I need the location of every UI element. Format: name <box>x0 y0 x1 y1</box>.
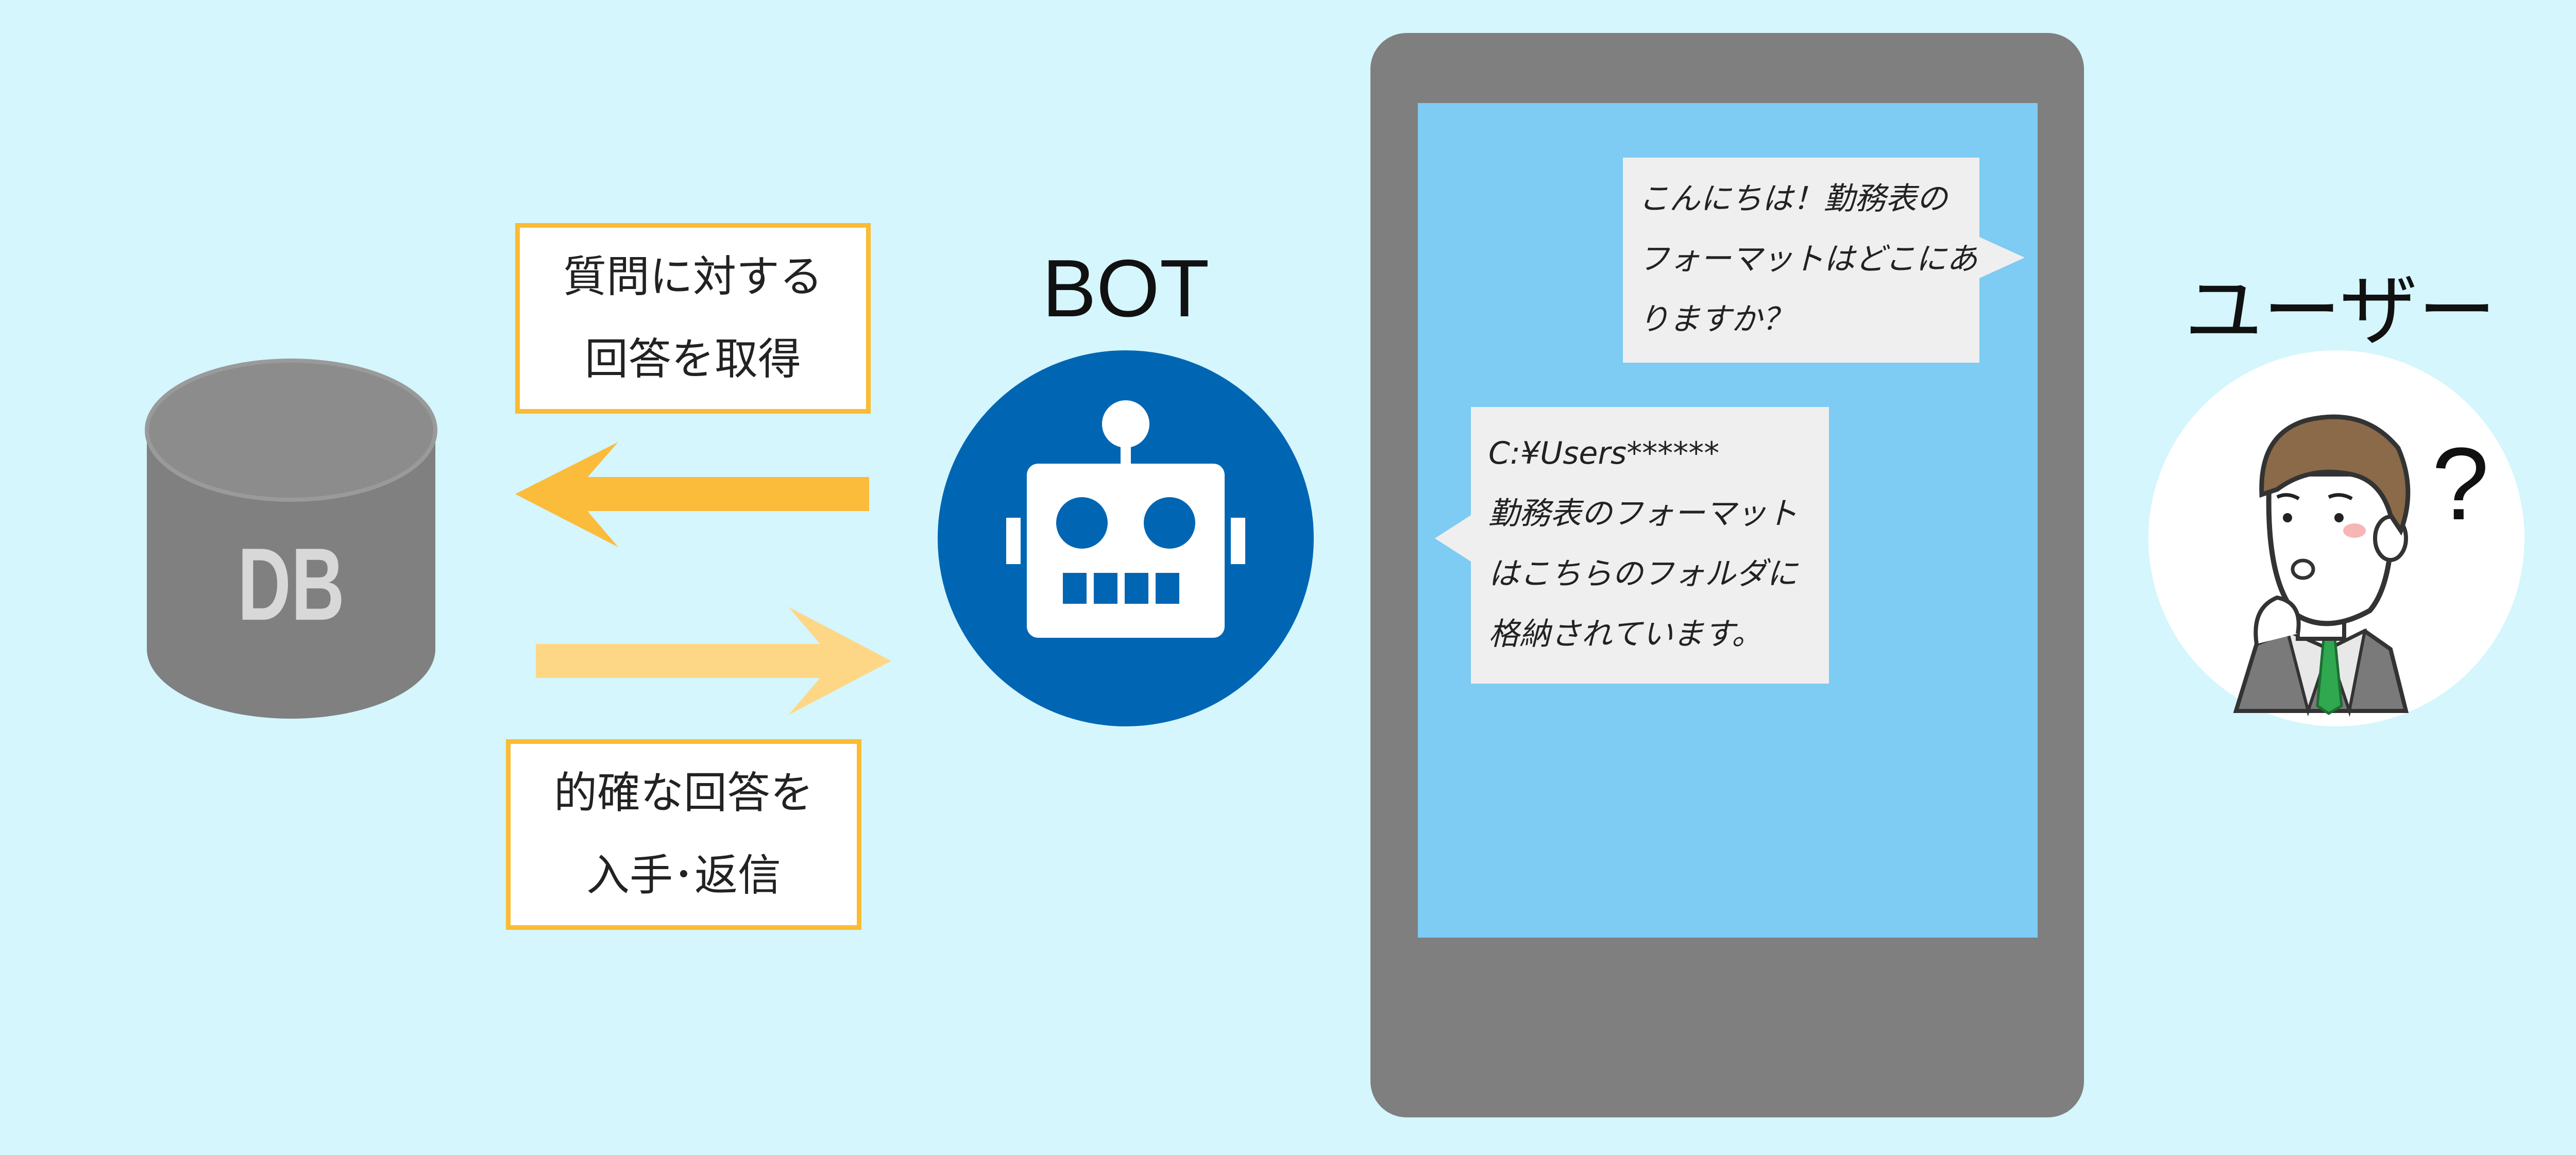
antenna-icon <box>1102 400 1149 448</box>
label-reply-answer-line-1: 的確な回答を <box>553 768 814 819</box>
user-bubble-shape <box>1623 158 1979 363</box>
bot-heading: BOT <box>1042 243 1210 334</box>
user-message-line-3: りますか？ <box>1638 301 1793 337</box>
label-get-answer-line-2: 回答を取得 <box>584 334 801 384</box>
bot-bubble-shape <box>1471 407 1829 684</box>
bot-avatar <box>938 350 1314 726</box>
label-reply-answer-line-2: 入手･返信 <box>586 850 781 901</box>
label-get-answer: 質問に対する 回答を取得 <box>515 223 871 414</box>
db-label: DB <box>238 527 345 642</box>
user-avatar <box>2148 350 2524 726</box>
bot-reply-bubble: C:¥Users****** 勤務表のフォーマット はこちらのフォルダに 格納さ… <box>1471 407 1829 684</box>
user-message-line-2: フォーマットはどこにあ <box>1638 241 1978 277</box>
bot-reply-line-4: 格納されています。 <box>1488 616 1763 652</box>
bot-reply-line-1: C:¥Users****** <box>1488 435 1720 471</box>
arrow-to-db <box>515 442 869 547</box>
bot-bubble-tail <box>1435 515 1471 562</box>
bot-reply-line-3: はこちらのフォルダに <box>1488 556 1798 592</box>
user-heading: ユーザー <box>2184 265 2496 356</box>
arrow-to-bot <box>536 607 891 715</box>
question-mark: ? <box>2432 427 2489 541</box>
user-message-bubble: こんにちは！勤務表の フォーマットはどこにあ りますか？ <box>1623 158 1979 363</box>
user-message-line-1: こんにちは！勤務表の <box>1638 181 1947 217</box>
bot-reply-line-2: 勤務表のフォーマット <box>1488 496 1798 532</box>
robot-head-icon <box>1027 464 1225 638</box>
database-cylinder <box>145 359 437 719</box>
label-reply-answer: 的確な回答を 入手･返信 <box>506 739 861 930</box>
user-bubble-tail <box>1979 237 2025 278</box>
label-get-answer-line-1: 質問に対する <box>563 251 823 302</box>
